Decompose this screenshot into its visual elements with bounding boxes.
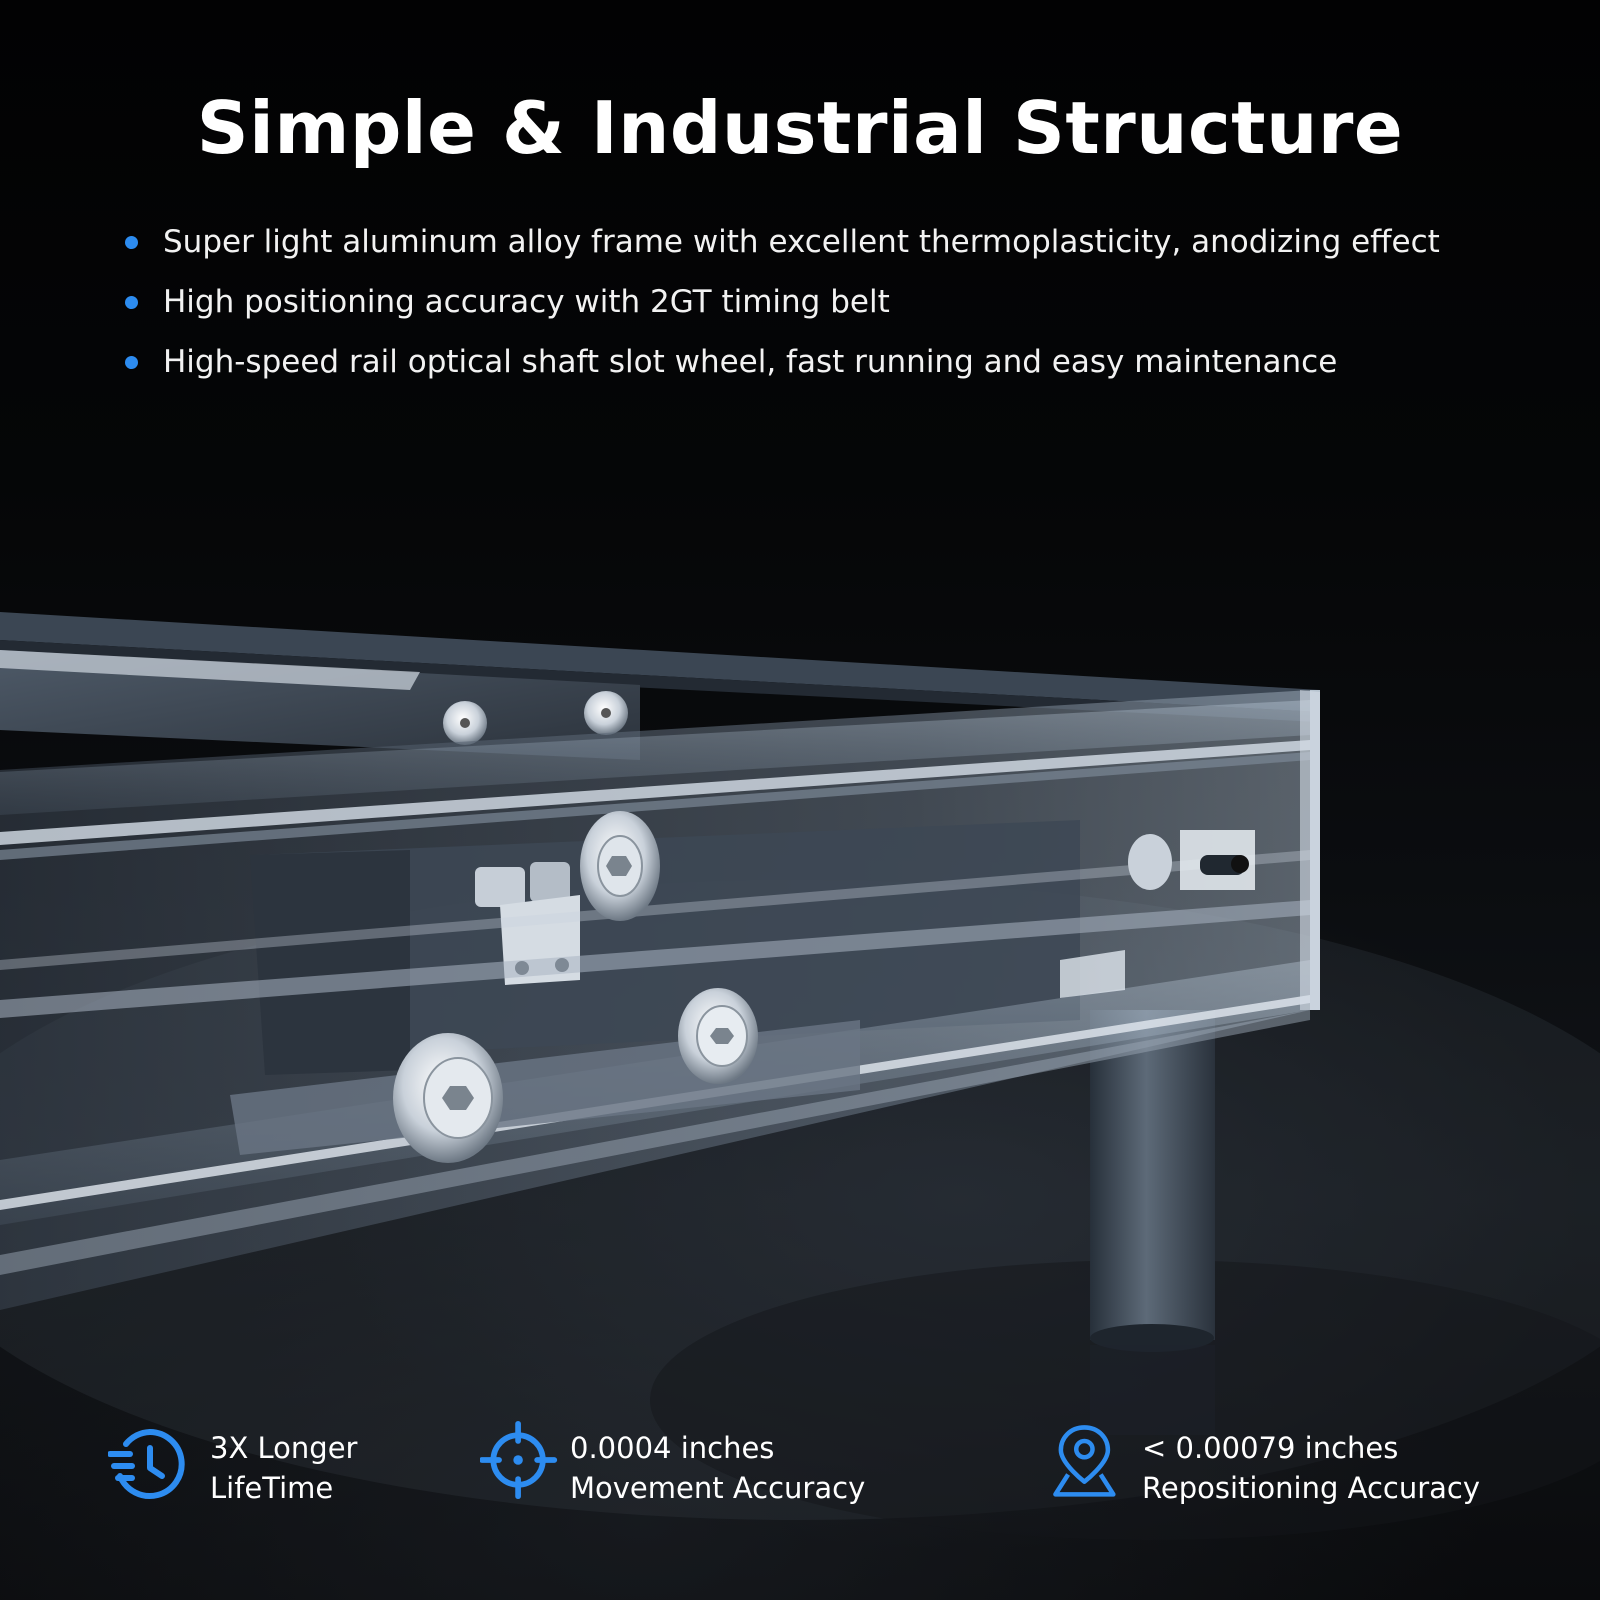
bullet-text: High-speed rail optical shaft slot wheel… xyxy=(163,344,1338,380)
feature-lifetime-line1: 3X Longer xyxy=(210,1431,358,1465)
feature-bullet-list: Super light aluminum alloy frame with ex… xyxy=(125,218,1440,398)
bullet-item: High-speed rail optical shaft slot wheel… xyxy=(125,338,1440,398)
feature-movement-line2: Movement Accuracy xyxy=(570,1471,866,1505)
rail-wheel-lower-right xyxy=(678,988,758,1084)
map-pin-icon xyxy=(1053,1425,1116,1497)
feature-repositioning-line2: Repositioning Accuracy xyxy=(1142,1471,1481,1505)
bullet-item: High positioning accuracy with 2GT timin… xyxy=(125,278,1440,338)
bullet-item: Super light aluminum alloy frame with ex… xyxy=(125,218,1440,278)
page-title: Simple & Industrial Structure xyxy=(196,86,1404,170)
feature-repositioning-line1: < 0.00079 inches xyxy=(1142,1431,1399,1465)
bullet-text: Super light aluminum alloy frame with ex… xyxy=(163,224,1440,260)
bullet-text: High positioning accuracy with 2GT timin… xyxy=(163,284,890,320)
feature-lifetime-line2: LifeTime xyxy=(210,1471,334,1505)
clock-history-icon xyxy=(108,1429,185,1499)
rail-wheel-top xyxy=(580,811,660,921)
bullet-dot-icon xyxy=(125,356,138,369)
crosshair-target-icon xyxy=(480,1420,558,1500)
bullet-dot-icon xyxy=(125,296,138,309)
frame-leg xyxy=(1090,1010,1215,1435)
bullet-dot-icon xyxy=(125,236,138,249)
feature-movement-accuracy: 0.0004 inches Movement Accuracy xyxy=(480,1420,900,1514)
feature-lifetime: 3X Longer LifeTime xyxy=(108,1424,408,1514)
rail-wheel-lower-left xyxy=(393,1033,503,1163)
feature-movement-line1: 0.0004 inches xyxy=(570,1431,775,1465)
feature-repositioning-accuracy: < 0.00079 inches Repositioning Accuracy xyxy=(1050,1424,1510,1514)
